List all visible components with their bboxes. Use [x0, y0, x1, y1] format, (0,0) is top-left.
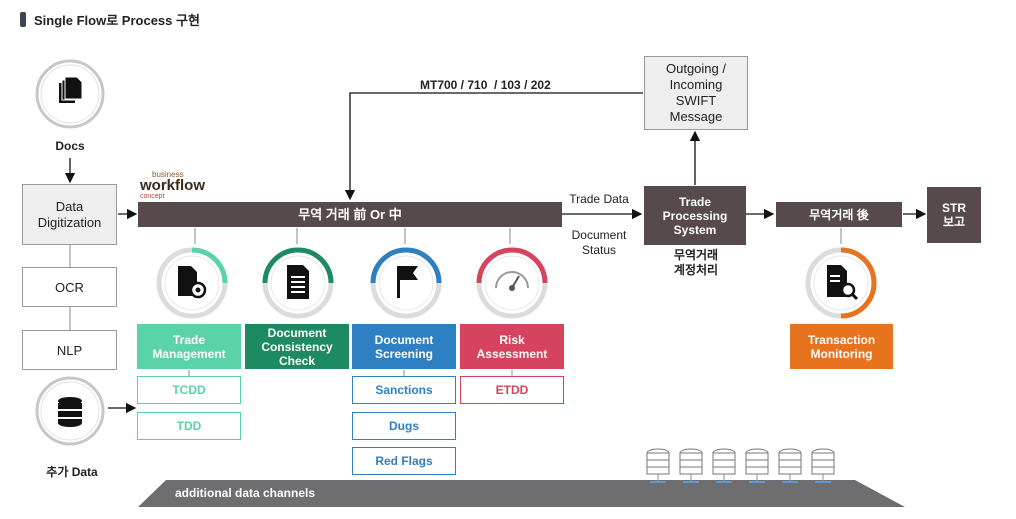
- swift-message-types: MT700 / 710 / 103 / 202: [420, 78, 551, 92]
- etdd-box: ETDD: [460, 376, 564, 404]
- data-digitization-box: Data Digitization: [22, 184, 117, 245]
- swift-message-box: Outgoing / Incoming SWIFT Message: [644, 56, 748, 130]
- sanctions-box: Sanctions: [352, 376, 456, 404]
- dugs-box: Dugs: [352, 412, 456, 440]
- additional-data-channels-label: additional data channels: [175, 486, 316, 500]
- document-search-icon: [805, 247, 877, 319]
- extra-data-circle: [34, 375, 106, 447]
- post-trade-bar: 무역거래 後: [776, 202, 902, 227]
- document-lines-icon: [262, 247, 334, 319]
- document-gear-icon: [156, 247, 228, 319]
- red-flags-box: Red Flags: [352, 447, 456, 475]
- trade-management-box: Trade Management: [137, 324, 241, 369]
- docs-circle: [34, 58, 106, 130]
- str-report-box: STR 보고: [927, 187, 981, 243]
- database-icon: [679, 448, 703, 483]
- document-status-label: Document Status: [571, 228, 627, 257]
- transaction-monitoring-circle: [802, 244, 877, 319]
- database-icon: [646, 448, 670, 483]
- document-consistency-circle: [259, 244, 334, 319]
- database-icon: [778, 448, 802, 483]
- trade-processing-system-box: Trade Processing System: [644, 186, 746, 245]
- extra-data-label: 추가 Data: [46, 465, 98, 479]
- workflow-logo-line1: business: [152, 170, 184, 179]
- trade-data-label: Trade Data: [569, 192, 629, 206]
- database-icon: [35, 376, 105, 446]
- transaction-monitoring-box: Transaction Monitoring: [790, 324, 893, 369]
- main-process-bar: 무역 거래 前 Or 中: [138, 202, 562, 227]
- ocr-box: OCR: [22, 267, 117, 307]
- title-bullet-icon: [20, 12, 26, 27]
- tps-caption: 무역거래 계정처리: [673, 248, 719, 277]
- risk-gauge-icon: [476, 247, 548, 319]
- docs-label: Docs: [55, 139, 85, 153]
- trade-management-circle: [153, 244, 228, 319]
- tdd-box: TDD: [137, 412, 241, 440]
- workflow-logo-line2: workflow: [140, 177, 206, 194]
- risk-assessment-circle: [473, 244, 548, 319]
- document-consistency-box: Document Consistency Check: [245, 324, 349, 369]
- workflow-logo: business workflow concept: [140, 170, 240, 202]
- database-cluster: [646, 448, 835, 483]
- database-icon: [712, 448, 736, 483]
- docs-icon: [35, 59, 105, 129]
- document-screening-box: Document Screening: [352, 324, 456, 369]
- nlp-box: NLP: [22, 330, 117, 370]
- document-screening-circle: [367, 244, 442, 319]
- database-icon: [811, 448, 835, 483]
- page-title-wrap: Single Flow로 Process 구현: [20, 10, 200, 29]
- database-icon: [745, 448, 769, 483]
- tcdd-box: TCDD: [137, 376, 241, 404]
- workflow-logo-line3: concept: [140, 193, 165, 200]
- risk-assessment-box: Risk Assessment: [460, 324, 564, 369]
- page-title: Single Flow로 Process 구현: [34, 13, 200, 28]
- flag-icon: [370, 247, 442, 319]
